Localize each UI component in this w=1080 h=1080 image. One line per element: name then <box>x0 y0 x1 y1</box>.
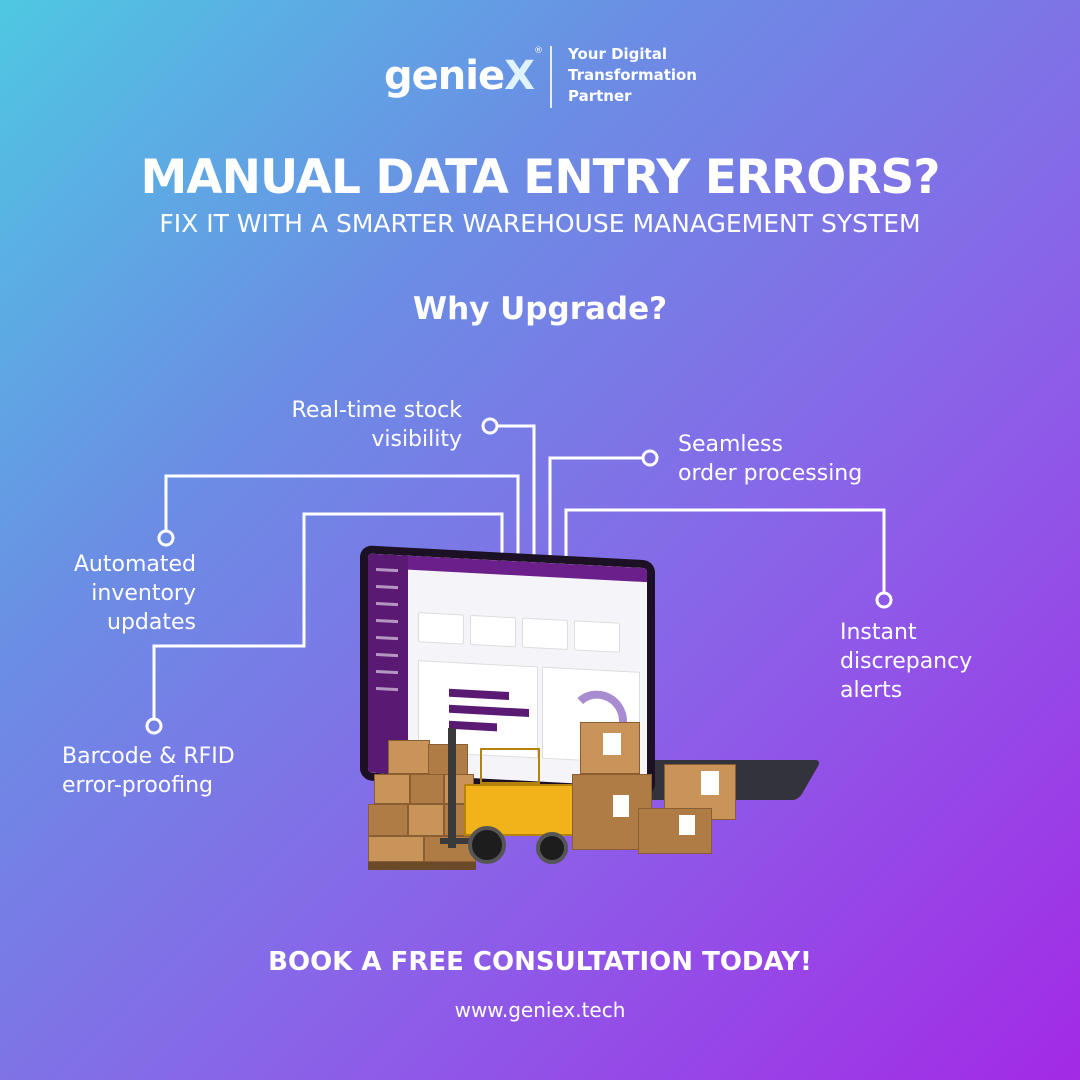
feature-line: Instant <box>840 620 917 645</box>
connector-dot-barcode <box>145 717 163 735</box>
feature-line: alerts <box>840 678 903 703</box>
pallet-boxes-illustration <box>368 740 478 870</box>
feature-line: discrepancy <box>840 649 973 674</box>
connector-dot-alerts <box>875 591 893 609</box>
section-title: Why Upgrade? <box>412 291 668 327</box>
cta-text: BOOK A FREE CONSULTATION TODAY! <box>268 947 812 977</box>
connector-order <box>548 456 642 556</box>
feature-line: inventory <box>91 581 196 606</box>
connector-stock <box>498 424 536 556</box>
registered-mark: ® <box>534 46 543 56</box>
feature-discrepancy-alerts: Instant discrepancy alerts <box>840 618 1040 705</box>
connector-alerts <box>564 508 886 592</box>
dashboard-topbar <box>408 555 647 583</box>
feature-line: Seamless <box>678 432 783 457</box>
brand-tagline: Your Digital Transformation Partner <box>568 44 768 107</box>
feature-line: error-proofing <box>62 773 214 798</box>
tagline-line: Partner <box>568 87 632 105</box>
tagline-line: Your Digital <box>568 45 667 63</box>
feature-order-processing: Seamless order processing <box>678 430 938 488</box>
dashboard-stat-card <box>574 620 620 653</box>
shipping-boxes-illustration <box>572 722 742 858</box>
connector-barcode <box>152 512 504 718</box>
website-url[interactable]: www.geniex.tech <box>454 998 626 1022</box>
feature-line: Automated <box>73 552 196 577</box>
headline: MANUAL DATA ENTRY ERRORS? <box>140 150 940 205</box>
feature-automated-updates: Automated inventory updates <box>20 550 196 637</box>
connector-automated <box>164 474 520 556</box>
tagline-line: Transformation <box>568 66 697 84</box>
feature-line: Real-time stock <box>291 398 462 423</box>
feature-line: updates <box>107 610 196 635</box>
feature-line: order processing <box>678 461 863 486</box>
dashboard-stat-card <box>470 614 516 648</box>
logo-x-mark: X <box>504 53 535 99</box>
logo-divider <box>550 46 552 108</box>
dashboard-stat-card <box>522 617 568 651</box>
feature-barcode-rfid: Barcode & RFID error-proofing <box>62 742 292 800</box>
logo-wordmark: genie <box>384 53 505 99</box>
feature-line: visibility <box>371 427 462 452</box>
feature-realtime-stock: Real-time stock visibility <box>232 396 462 454</box>
feature-line: Barcode & RFID <box>62 744 235 769</box>
connector-dot-order <box>641 449 659 467</box>
brand-logo: genieX <box>384 52 535 100</box>
subheadline: FIX IT WITH A SMARTER WAREHOUSE MANAGEME… <box>159 209 921 238</box>
dashboard-stat-card <box>418 612 464 645</box>
forklift-illustration <box>440 728 580 868</box>
connector-dot-automated <box>157 529 175 547</box>
connector-dot-stock <box>481 417 499 435</box>
